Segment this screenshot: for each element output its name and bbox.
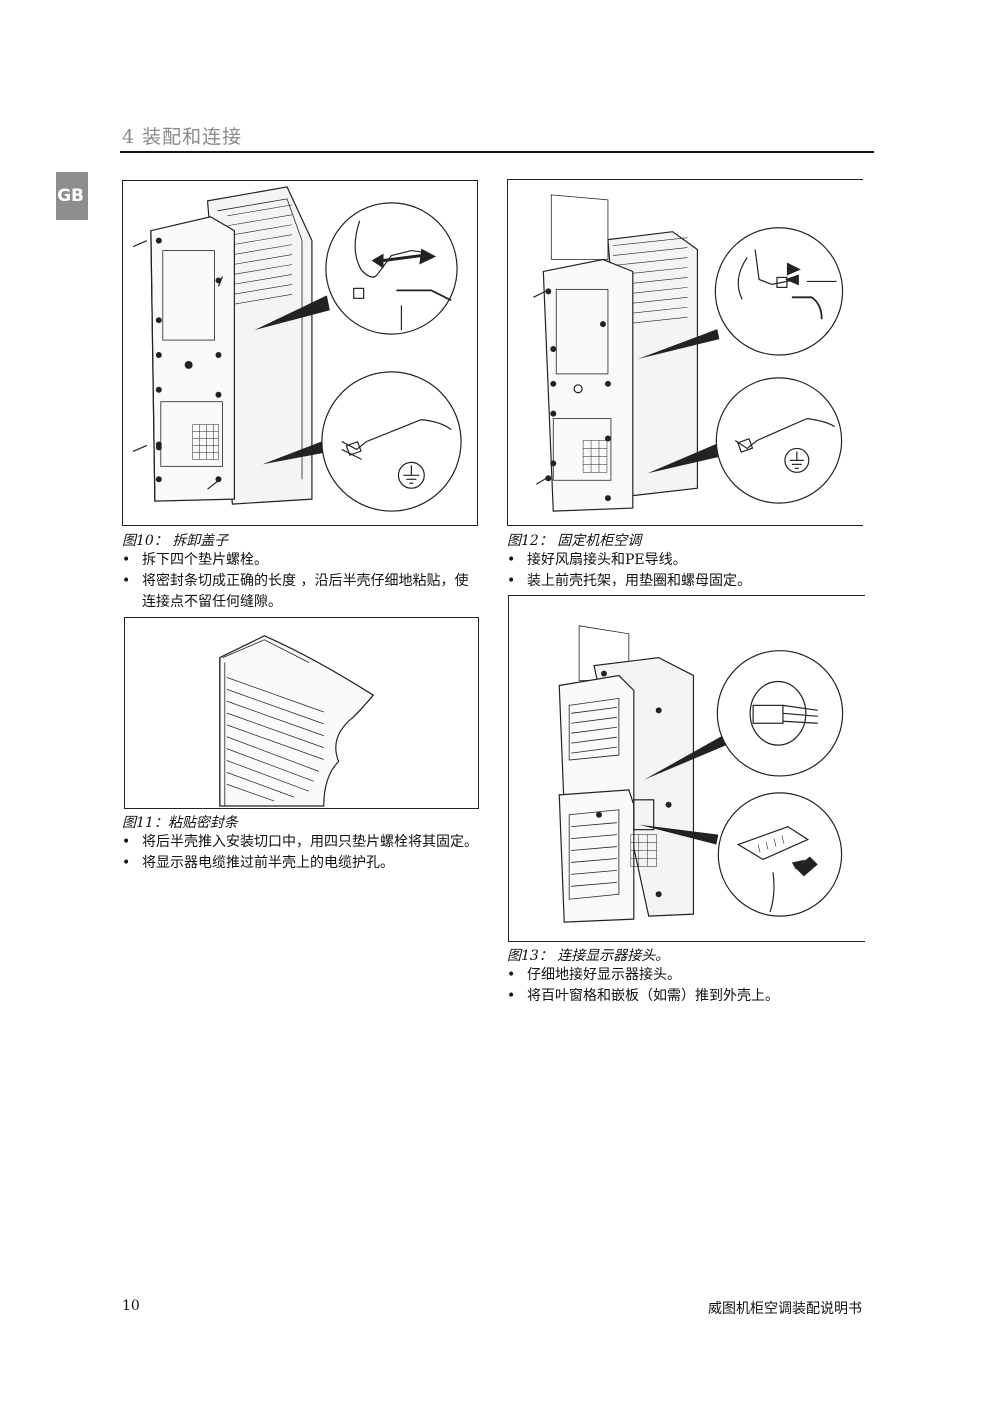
document-title: 威图机柜空调装配说明书 xyxy=(708,1301,862,1317)
figure-12-fix-unit xyxy=(507,179,863,526)
chapter-title: 4 装配和连接 xyxy=(122,126,243,148)
figure-10-remove-cover xyxy=(122,180,478,526)
figure-13-display-connector xyxy=(508,595,865,942)
list-item: 仔细地接好显示器接头。 xyxy=(507,965,867,986)
list-item: 装上前壳托架，用垫圈和螺母固定。 xyxy=(507,571,867,592)
list-item: 接好风扇接头和PE导线。 xyxy=(507,550,867,571)
page-number: 10 xyxy=(122,1298,140,1314)
list-item: 将密封条切成正确的长度 ，沿后半壳仔细地粘贴，使连接点不留任何缝隙。 xyxy=(122,571,482,613)
figure-12-caption: 图12： 固定机柜空调 xyxy=(507,533,642,549)
language-tab: GB xyxy=(56,172,88,220)
list-item: 将显示器电缆推过前半壳上的电缆护孔。 xyxy=(122,853,490,874)
figure-10-caption: 图10： 拆卸盖子 xyxy=(122,533,229,549)
figure-11-seal-strip xyxy=(124,617,479,809)
list-item: 将百叶窗格和嵌板（如需）推到外壳上。 xyxy=(507,986,867,1007)
header-rule xyxy=(120,151,874,153)
figure-10-instructions: 拆下四个垫片螺栓。 将密封条切成正确的长度 ，沿后半壳仔细地粘贴，使连接点不留任… xyxy=(122,550,482,613)
figure-11-caption: 图11：粘贴密封条 xyxy=(122,815,238,831)
figure-12-instructions: 接好风扇接头和PE导线。 装上前壳托架，用垫圈和螺母固定。 xyxy=(507,550,867,592)
figure-13-instructions: 仔细地接好显示器接头。 将百叶窗格和嵌板（如需）推到外壳上。 xyxy=(507,965,867,1007)
list-item: 拆下四个垫片螺栓。 xyxy=(122,550,482,571)
figure-13-caption: 图13： 连接显示器接头。 xyxy=(507,948,670,964)
figure-11-instructions: 将后半壳推入安装切口中，用四只垫片螺栓将其固定。 将显示器电缆推过前半壳上的电缆… xyxy=(122,832,490,874)
list-item: 将后半壳推入安装切口中，用四只垫片螺栓将其固定。 xyxy=(122,832,490,853)
